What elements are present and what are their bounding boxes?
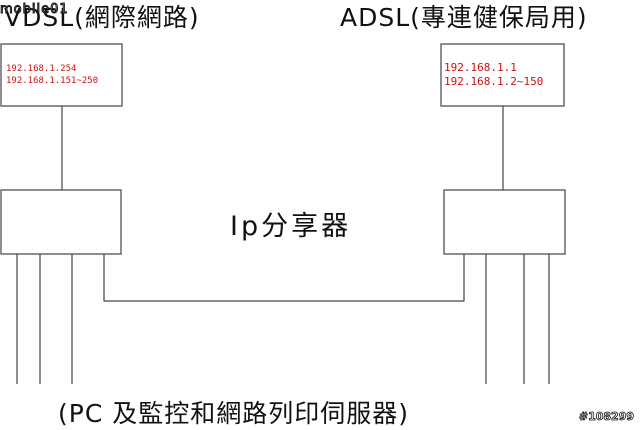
left-router-box <box>0 189 122 255</box>
watermark-logo: mobile01 <box>0 2 69 18</box>
left-modem-box <box>0 43 123 107</box>
right-router-box <box>443 189 566 255</box>
right-modem-title: ADSL(專連健保局用) <box>340 3 588 32</box>
left-ip-line-1: 192.168.1.254 <box>6 64 77 74</box>
watermark-id: #108299 <box>578 410 634 424</box>
left-ip-line-2: 192.168.1.151~250 <box>6 76 99 86</box>
footer-label: (PC 及監控和網路列印伺服器) <box>58 399 409 428</box>
right-ip-line-1: 192.168.1.1 <box>444 61 517 74</box>
right-ip-line-2: 192.168.1.2~150 <box>444 75 544 88</box>
router-label: Ip分享器 <box>230 211 352 242</box>
left-modem-title: VDSL(網際網路) <box>4 3 200 32</box>
router-link-line <box>103 254 465 302</box>
